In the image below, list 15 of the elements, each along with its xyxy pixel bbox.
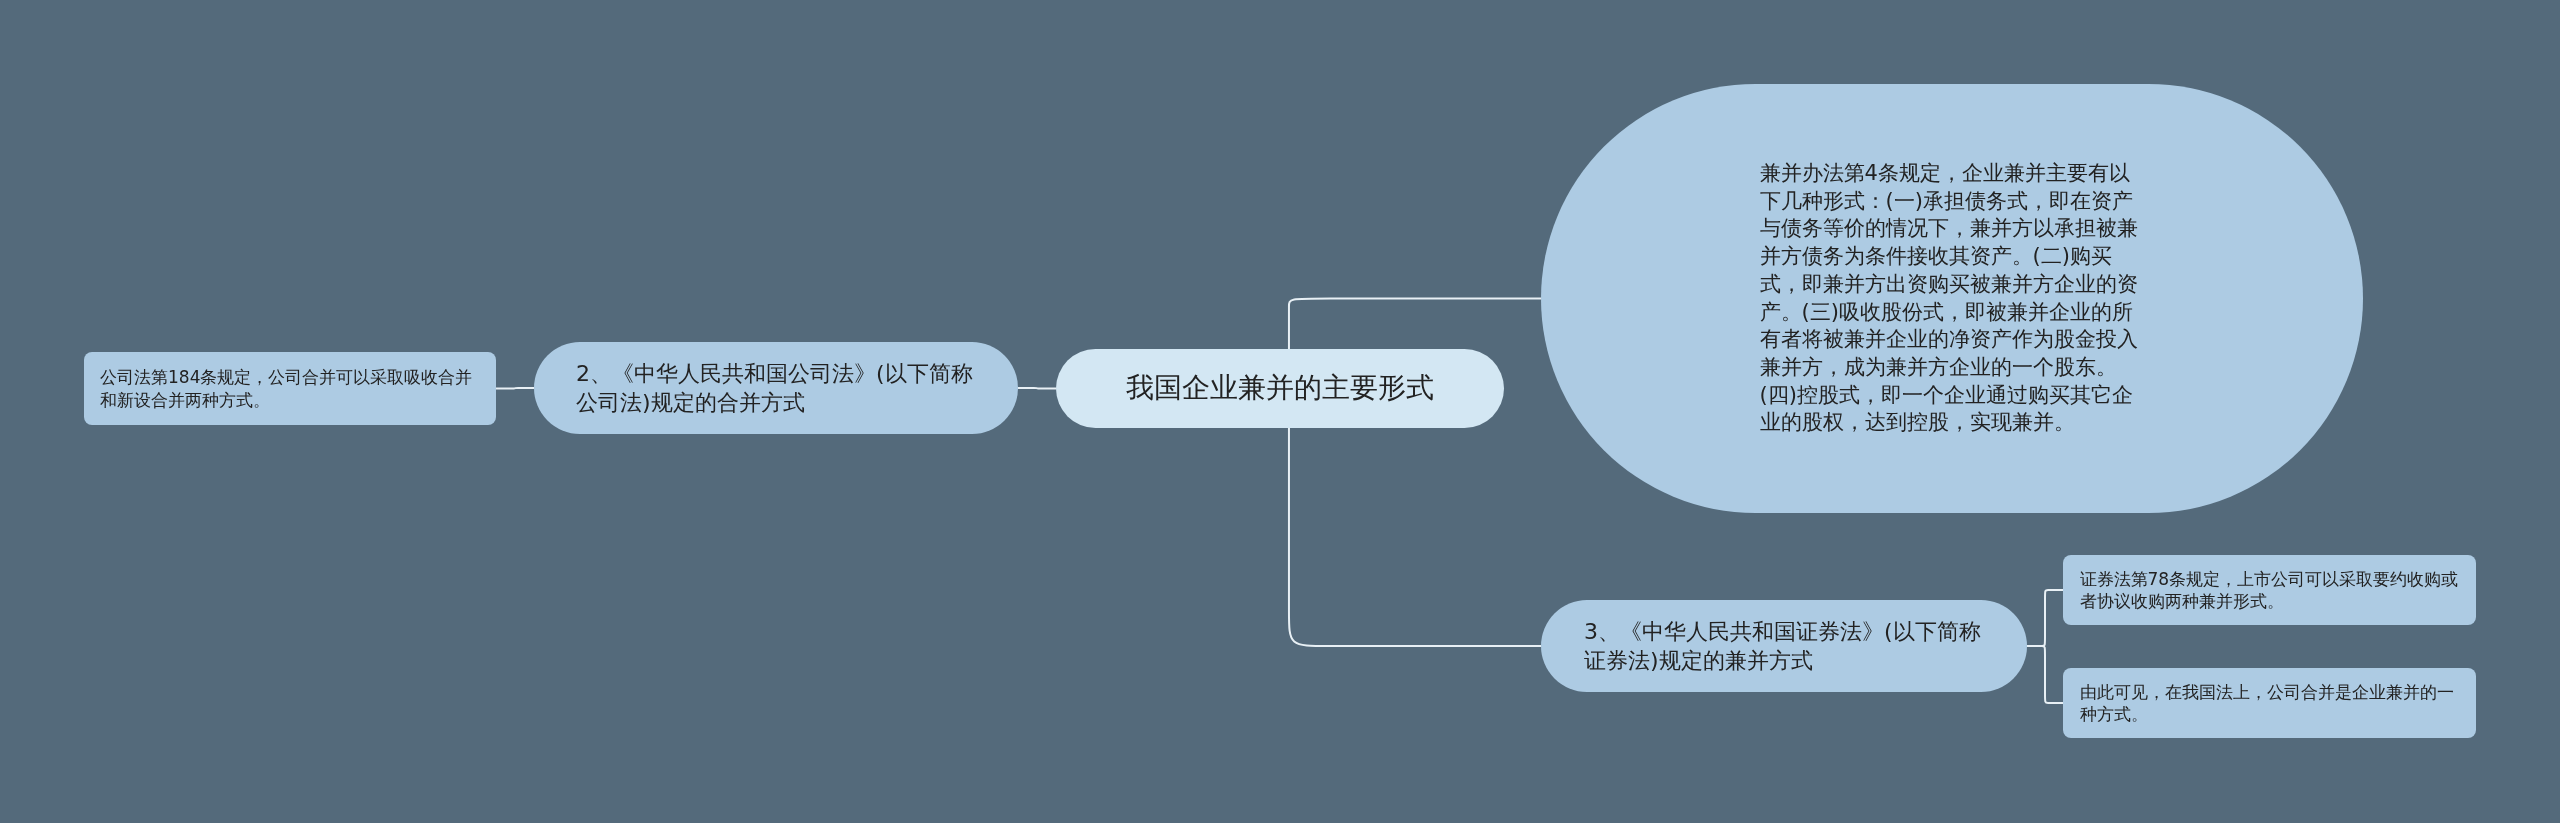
node-text: 3、《中华人民共和国证券法》(以下简称证券法)规定的兼并方式	[1584, 617, 1982, 675]
node-text: 2、《中华人民共和国公司法》(以下简称公司法)规定的合并方式	[576, 359, 974, 417]
connector-line	[1287, 427, 1542, 647]
connector-line	[1017, 387, 1057, 390]
node-text: 我国企业兼并的主要形式	[1125, 370, 1435, 406]
node-text: 兼并办法第4条规定，企业兼并主要有以下几种形式：(一)承担债务式，即在资产与债务等价的情况下，兼并方以承担被兼并方债务为条件接收其资产。(二)购买式，即兼并方出资购买被兼并方企业的资产。(三)吸收股份式，即被兼并企业的所有者将被兼并企业的净资产作为股金投入兼并方，成为兼并方企业的一个股东。(四)控股式，即一个企业通过购买其它企业的股权，达到控股，实现兼并。	[1759, 159, 2139, 437]
note-box	[84, 352, 496, 425]
note-box	[2063, 668, 2476, 738]
connector-line	[1287, 297, 1542, 350]
node-text: 由此可见，在我国法上，公司合并是企业兼并的一种方式。	[2079, 680, 2455, 726]
note-box	[2063, 555, 2476, 625]
connector-line	[2026, 645, 2064, 704]
node-text: 公司法第184条规定，公司合并可以采取吸收合并和新设合并两种方式。	[100, 366, 474, 411]
connector-line	[495, 387, 535, 390]
node-text: 证券法第78条规定，上市公司可以采取要约收购或者协议收购两种兼并形式。	[2079, 567, 2460, 613]
